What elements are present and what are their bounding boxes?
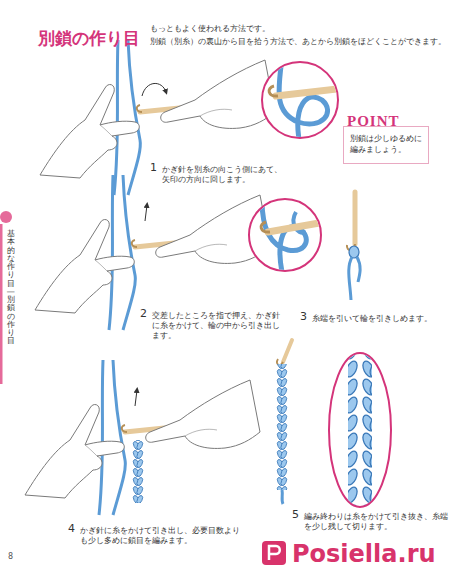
left-hand — [40, 85, 139, 178]
step-1-figure — [40, 40, 345, 195]
watermark-logo — [262, 541, 286, 565]
step-number: 2 — [140, 307, 152, 322]
step-text: かぎ針を別糸の向こう側にあて、矢印の方向に回します。 — [162, 165, 282, 185]
logo-mark — [269, 546, 280, 560]
step-number: 5 — [292, 508, 304, 523]
right-hand — [146, 380, 260, 448]
watermark: Posiella.ru — [292, 538, 452, 570]
yarn — [262, 200, 306, 272]
chain-stitches — [276, 364, 288, 490]
step-5-figure — [276, 340, 391, 520]
hook-head — [261, 222, 270, 232]
step-text: 糸端を引いて輪を引きしめます。 — [312, 314, 452, 324]
page-number: 8 — [8, 552, 28, 563]
yarn-tail — [357, 257, 360, 282]
yarn — [279, 58, 328, 145]
slip-knot — [349, 246, 359, 258]
zoom-circle — [249, 199, 321, 271]
step-2-figure — [35, 175, 325, 330]
hook-head — [269, 86, 278, 96]
point-note: 別鎖は少しゆるめに 編みましょう。 — [343, 126, 429, 164]
step-3-figure — [347, 192, 360, 300]
crochet-hook — [353, 192, 358, 244]
chain-stitches — [132, 440, 144, 503]
pull-arrow — [145, 205, 147, 221]
step-4-figure — [25, 360, 260, 515]
turn-arrow — [142, 83, 166, 96]
crochet-hook — [276, 88, 345, 96]
step-number: 1 — [150, 161, 162, 176]
point-heading: POINT — [347, 114, 429, 129]
pull-arrow — [135, 390, 137, 406]
side-tab-dot — [0, 211, 12, 223]
right-hand — [161, 60, 275, 128]
step-text: 編み終わりは糸をかけて引き抜き、糸端を少し残して切ります。 — [304, 512, 454, 532]
intro-text: 別鎖（別糸）の裏山から目を拾う方法で、あとから別鎖をほどくことができます。 — [150, 37, 455, 47]
yarn-tail — [282, 490, 283, 504]
step-text: かぎ針に糸をかけて引き出し、必要目数よりも少し多めに鎖目を編みます。 — [80, 526, 242, 546]
logo-square — [262, 541, 286, 565]
side-tab-text: 基本的な作り目―別鎖の作り目 — [7, 230, 15, 346]
step-text: 交差したところを指で押え、かぎ針に糸をかけて、輪の中から引き出します。 — [152, 311, 284, 341]
side-tab-line — [0, 224, 3, 384]
page-title: 別鎖の作り目 — [38, 27, 140, 50]
step-number: 4 — [68, 522, 80, 537]
left-hand — [35, 220, 134, 313]
point-box: POINT別鎖は少しゆるめに 編みましょう。 — [343, 114, 429, 164]
yarn — [114, 40, 140, 195]
crochet-hook — [283, 340, 292, 362]
left-hand — [25, 405, 124, 498]
step-number: 3 — [300, 310, 312, 325]
crochet-hook — [268, 222, 325, 232]
intro-text: もっともよく使われる方法です。 — [150, 24, 450, 34]
yarn — [99, 360, 125, 515]
yarn — [349, 257, 352, 300]
chain-stitches — [348, 340, 372, 520]
yarn — [109, 175, 135, 330]
